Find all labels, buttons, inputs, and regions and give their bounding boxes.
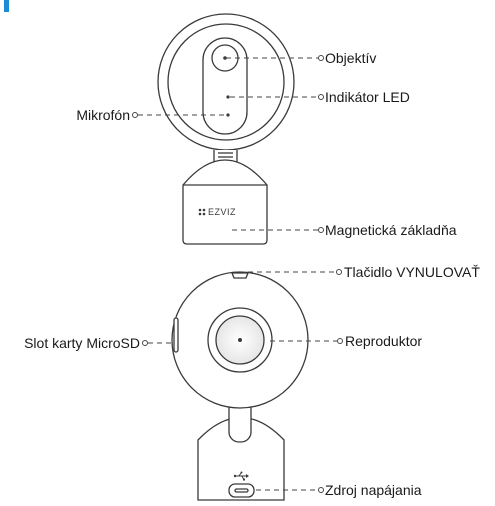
label-reset-button: Tlačidlo VYNULOVAŤ	[344, 264, 480, 280]
led-indicator	[226, 95, 230, 99]
speaker-center	[238, 338, 242, 342]
mic-hole	[226, 113, 230, 117]
label-microsd-slot: Slot karty MicroSD	[24, 335, 140, 351]
label-indikator-led: Indikátor LED	[325, 89, 410, 105]
magnetic-base	[182, 159, 268, 245]
label-objektiv: Objektív	[325, 50, 377, 66]
microsd-slot	[173, 317, 179, 353]
ezviz-wordmark: EZVIZ	[208, 207, 236, 217]
label-magneticka-zakladna: Magnetická základňa	[325, 222, 457, 238]
leader-end-markers	[132, 55, 343, 493]
label-zdroj-napajania: Zdroj napájania	[325, 482, 422, 498]
label-reproduktor: Reproduktor	[345, 333, 423, 349]
front-view-camera	[157, 13, 295, 245]
ezviz-logo	[198, 208, 206, 216]
leader-lines	[138, 57, 337, 491]
section-header-accent	[4, 0, 9, 12]
label-mikrofon: Mikrofón	[76, 107, 130, 123]
back-base	[197, 417, 285, 501]
lens-dot	[223, 56, 227, 60]
back-view-camera	[171, 271, 309, 501]
reset-button	[231, 272, 249, 279]
usb-symbol-icon	[233, 471, 249, 481]
